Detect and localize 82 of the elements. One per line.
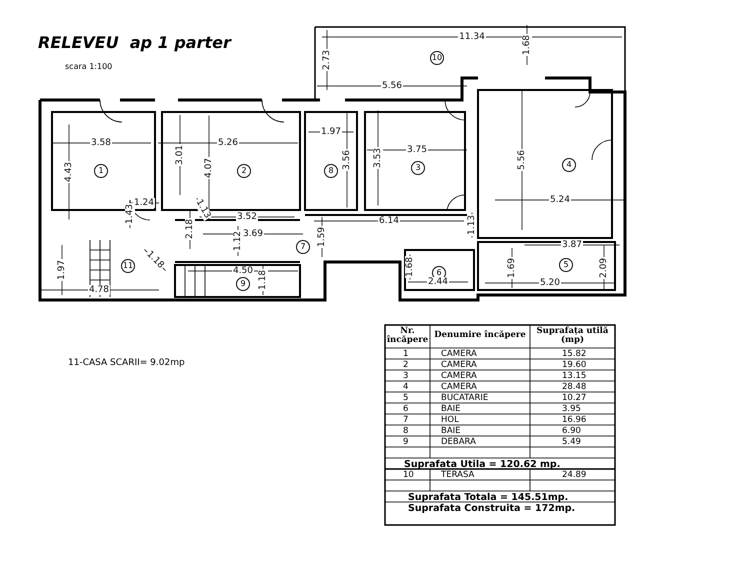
dimension-label: 4.07: [204, 156, 214, 180]
dimension-label: 1.13: [467, 214, 477, 236]
area-value: 5.49: [562, 436, 581, 446]
dimension-label: 1.24: [132, 198, 156, 208]
area-total: Suprafata Utila = 120.62 mp.: [404, 458, 560, 470]
room-name: DEBARA: [441, 436, 476, 446]
dimension-label: 2.18: [185, 218, 195, 240]
callout-number: 5: [559, 258, 573, 272]
dimension-label: 3.58: [90, 138, 112, 148]
dimension-label: 4.43: [64, 160, 74, 184]
callout-number: 8: [324, 164, 338, 178]
dimension-label: 1.18: [258, 268, 268, 292]
callout-number: 3: [411, 161, 425, 175]
row-number: 10: [403, 470, 414, 480]
row-number: 5: [403, 392, 408, 402]
row-number: 2: [403, 360, 408, 370]
room-name: TERASA: [441, 470, 474, 480]
area-total: Suprafata Totala = 145.51mp.: [408, 492, 568, 502]
dimension-label: 1.43: [125, 202, 135, 226]
area-value: 16.96: [562, 414, 586, 424]
row-number: 7: [403, 414, 408, 424]
row-number: 6: [403, 404, 408, 414]
dimension-label: 3.56: [342, 148, 352, 172]
area-value: 28.48: [562, 382, 586, 392]
dimension-label: 3.87: [560, 240, 584, 250]
dimension-label: 1.68: [522, 34, 532, 56]
callout-number: 11: [121, 259, 135, 273]
table-header: Suprafața utilă (mp): [536, 327, 610, 345]
callout-number: 7: [296, 240, 310, 254]
title: RELEVEU ap 1 parter: [38, 33, 231, 52]
dimension-label: 2.44: [426, 277, 450, 287]
dimension-label: 5.26: [216, 138, 240, 148]
dimension-label: 5.56: [380, 81, 404, 91]
area-value: 13.15: [562, 370, 586, 380]
area-value: 24.89: [562, 470, 586, 480]
callout-number: 1: [94, 164, 108, 178]
room-name: BAIE: [441, 426, 461, 436]
room-name: BUCATARIE: [441, 392, 488, 402]
dimension-label: 1.59: [317, 226, 327, 248]
dimension-label: 3.75: [406, 145, 428, 155]
dimension-label: 2.09: [599, 256, 609, 280]
row-number: 9: [403, 436, 408, 446]
dimension-label: 3.01: [175, 144, 185, 166]
room-name: CAMERA: [441, 360, 477, 370]
area-value: 6.90: [562, 426, 581, 436]
area-total: Suprafata Construita = 172mp.: [408, 502, 576, 514]
room-name: CAMERA: [441, 382, 477, 392]
dimension-label: 1.97: [57, 258, 67, 282]
callout-number: 10: [430, 51, 444, 65]
room-name: HOL: [441, 414, 459, 424]
dimension-label: 11.34: [458, 32, 486, 42]
row-number: 1: [403, 348, 408, 358]
note-text: 11-CASA SCARII= 9.02mp: [68, 358, 185, 368]
area-value: 3.95: [562, 404, 581, 414]
dimension-label: 1.69: [507, 256, 517, 280]
area-value: 15.82: [562, 348, 586, 358]
room-name: CAMERA: [441, 348, 477, 358]
room-name: BAIE: [441, 404, 461, 414]
row-number: 3: [403, 370, 408, 380]
table-header: Nr. încăpere: [386, 327, 429, 345]
dimension-label: 3.53: [373, 146, 383, 170]
dimension-label: 1.97: [320, 127, 342, 137]
area-value: 19.60: [562, 360, 586, 370]
dimension-label: 1.12: [233, 230, 243, 252]
table-header: Denumire încăpere: [433, 331, 527, 340]
dimension-label: 6.14: [378, 216, 400, 226]
dimension-label: 5.56: [517, 148, 527, 172]
dimension-label: 3.52: [236, 212, 258, 222]
dimension-label: 4.78: [88, 285, 110, 295]
callout-number: 2: [237, 164, 251, 178]
row-number: 4: [403, 382, 408, 392]
scale-note: scara 1:100: [65, 62, 112, 71]
dimension-label: 5.24: [548, 195, 572, 205]
dimension-label: 5.20: [538, 278, 562, 288]
row-number: 8: [403, 426, 408, 436]
callout-number: 9: [236, 277, 250, 291]
dimension-label: 3.69: [242, 229, 264, 239]
room-name: CAMERA: [441, 370, 477, 380]
dimension-label: 4.50: [232, 266, 254, 276]
dimension-label: 2.73: [322, 48, 332, 72]
area-value: 10.27: [562, 392, 586, 402]
callout-number: 4: [562, 158, 576, 172]
